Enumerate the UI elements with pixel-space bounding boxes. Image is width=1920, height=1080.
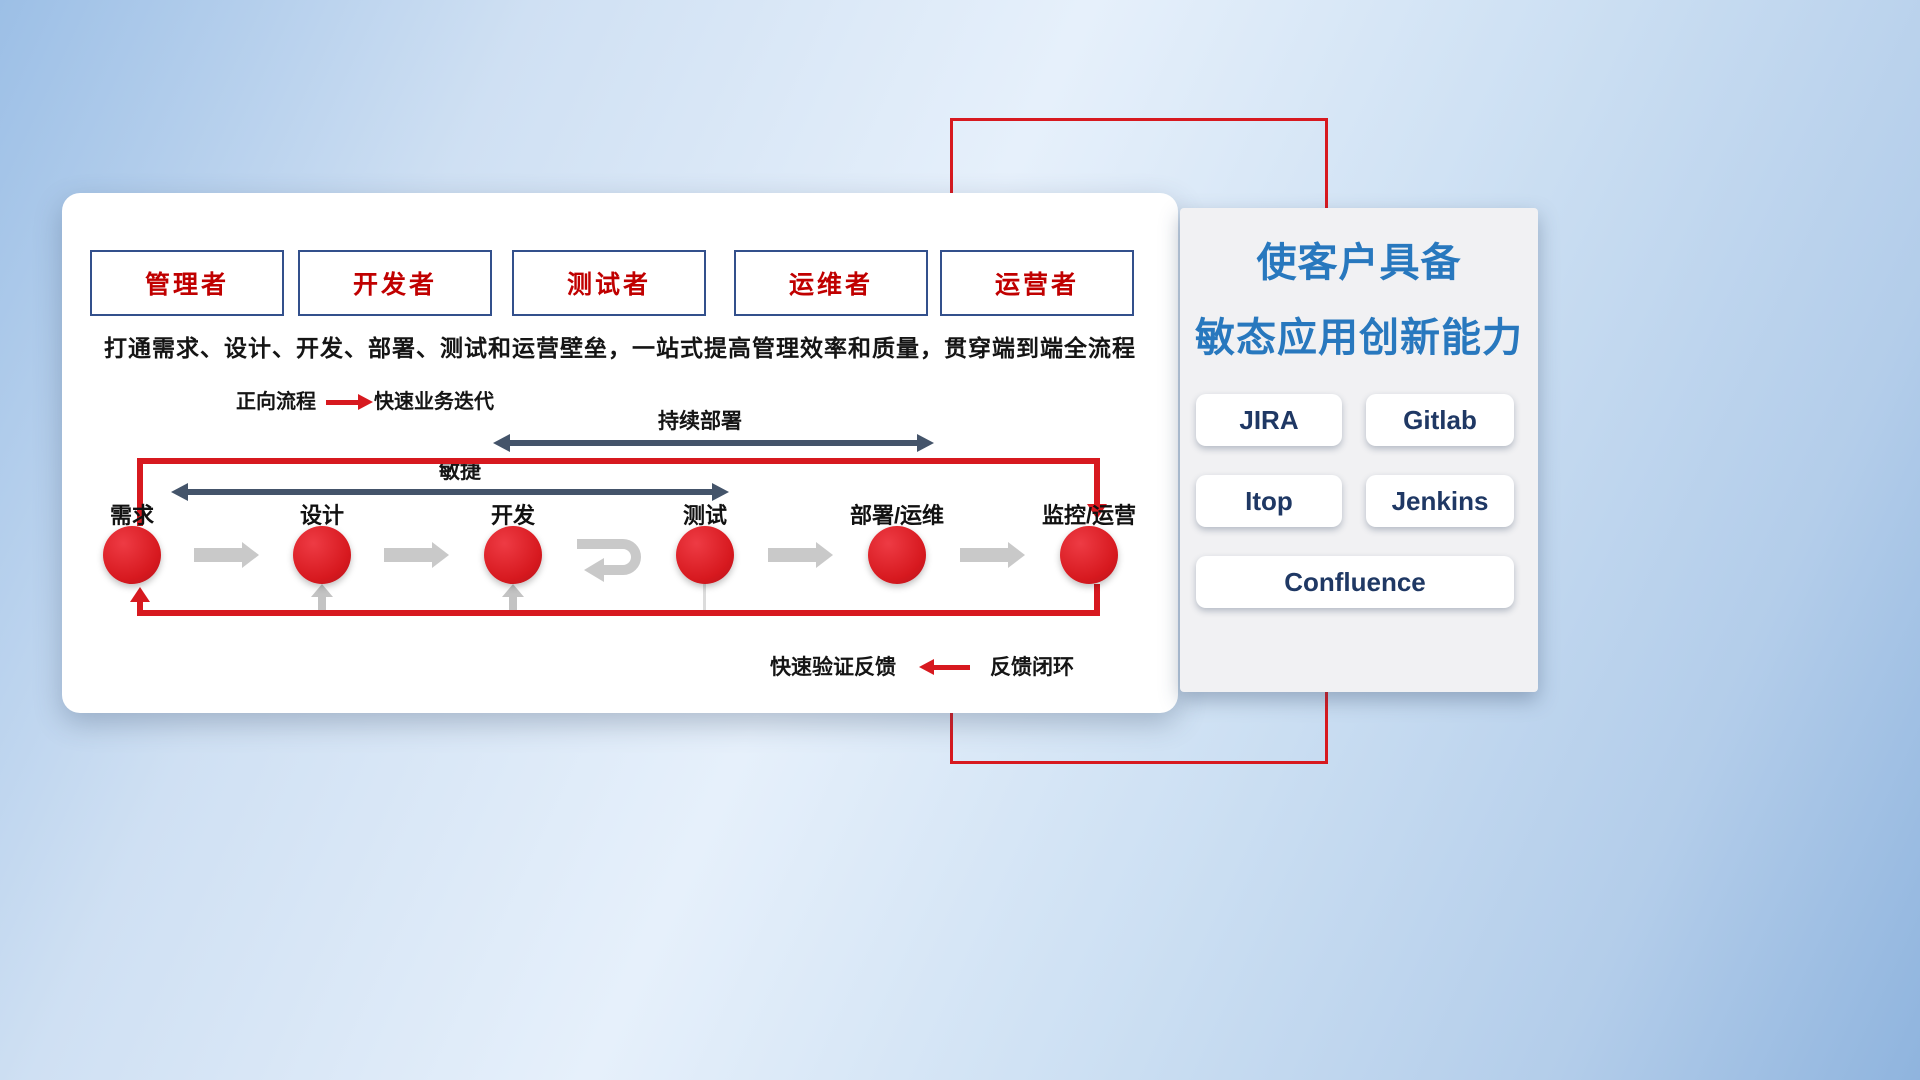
forward-legend-label: 正向流程 bbox=[236, 391, 316, 413]
agile-arrow-icon bbox=[171, 483, 729, 501]
role-box-developer: 开发者 bbox=[298, 250, 492, 316]
flow-arrow-icon bbox=[384, 542, 449, 568]
tool-button-itop[interactable]: Itop bbox=[1196, 475, 1342, 527]
stage-label-develop: 开发 bbox=[490, 503, 535, 528]
devops-flow-panel: 管理者 开发者 测试者 运维者 运营者 打通需求、设计、开发、部署、测试和运营壁… bbox=[62, 193, 1178, 713]
capability-title-line1: 使客户具备 bbox=[1256, 241, 1462, 285]
role-box-manager: 管理者 bbox=[90, 250, 284, 316]
feedback-loop-bottom-segment bbox=[137, 610, 1100, 616]
continuous-deploy-arrow-icon bbox=[493, 434, 934, 452]
stage-label-design: 设计 bbox=[299, 503, 344, 528]
role-box-operator: 运营者 bbox=[940, 250, 1134, 316]
tool-button-confluence[interactable]: Confluence bbox=[1196, 556, 1514, 608]
feedback-arrow-develop-icon bbox=[502, 584, 524, 597]
feedback-stub-develop bbox=[509, 596, 517, 610]
feedback-line-test bbox=[703, 584, 706, 610]
agile-label: 敏捷 bbox=[439, 460, 481, 483]
stage-circle-test bbox=[676, 526, 734, 584]
loop-icon bbox=[577, 539, 641, 582]
forward-loop-right-segment bbox=[1094, 458, 1100, 504]
forward-loop-arrowhead-icon bbox=[1087, 504, 1107, 519]
role-box-tester: 测试者 bbox=[512, 250, 706, 316]
tool-button-jira[interactable]: JIRA bbox=[1196, 394, 1342, 446]
feedback-loop-left-stub bbox=[137, 601, 143, 611]
stage-label-requirements: 需求 bbox=[109, 503, 154, 528]
stage-circle-develop bbox=[484, 526, 542, 584]
tool-button-jenkins[interactable]: Jenkins bbox=[1366, 475, 1514, 527]
feedback-loop-arrowhead-icon bbox=[130, 587, 150, 602]
forward-legend-arrow-icon bbox=[326, 394, 373, 410]
feedback-legend-value: 反馈闭环 bbox=[990, 656, 1074, 679]
stage-label-test: 测试 bbox=[682, 503, 727, 528]
stage-label-deploy-ops: 部署/运维 bbox=[849, 503, 945, 528]
stage-label-monitor-ops: 监控/运营 bbox=[1041, 503, 1137, 528]
forward-loop-left-segment bbox=[137, 458, 143, 526]
stage-circle-deploy-ops bbox=[868, 526, 926, 584]
continuous-deploy-label: 持续部署 bbox=[658, 410, 742, 433]
stage-circle-design bbox=[293, 526, 351, 584]
forward-legend-value: 快速业务迭代 bbox=[374, 391, 494, 413]
feedback-stub-design bbox=[318, 596, 326, 610]
stage-circle-requirements bbox=[103, 526, 161, 584]
flow-arrow-icon bbox=[768, 542, 833, 568]
forward-loop-top-segment bbox=[137, 458, 1100, 464]
capability-title-line2: 敏态应用创新能力 bbox=[1195, 316, 1523, 360]
stage-circle-monitor-ops bbox=[1060, 526, 1118, 584]
flow-arrow-icon bbox=[194, 542, 259, 568]
panel-description: 打通需求、设计、开发、部署、测试和运营壁垒，一站式提高管理效率和质量，贯穿端到端… bbox=[104, 335, 1136, 361]
capability-panel: 使客户具备 敏态应用创新能力 JIRA Gitlab Itop Jenkins … bbox=[1180, 208, 1538, 692]
feedback-legend-arrow-icon bbox=[919, 659, 970, 675]
feedback-loop-right-segment bbox=[1094, 584, 1100, 616]
feedback-legend-label: 快速验证反馈 bbox=[770, 656, 896, 679]
tool-button-gitlab[interactable]: Gitlab bbox=[1366, 394, 1514, 446]
role-box-ops: 运维者 bbox=[734, 250, 928, 316]
flow-arrow-icon bbox=[960, 542, 1025, 568]
feedback-arrow-design-icon bbox=[311, 584, 333, 597]
